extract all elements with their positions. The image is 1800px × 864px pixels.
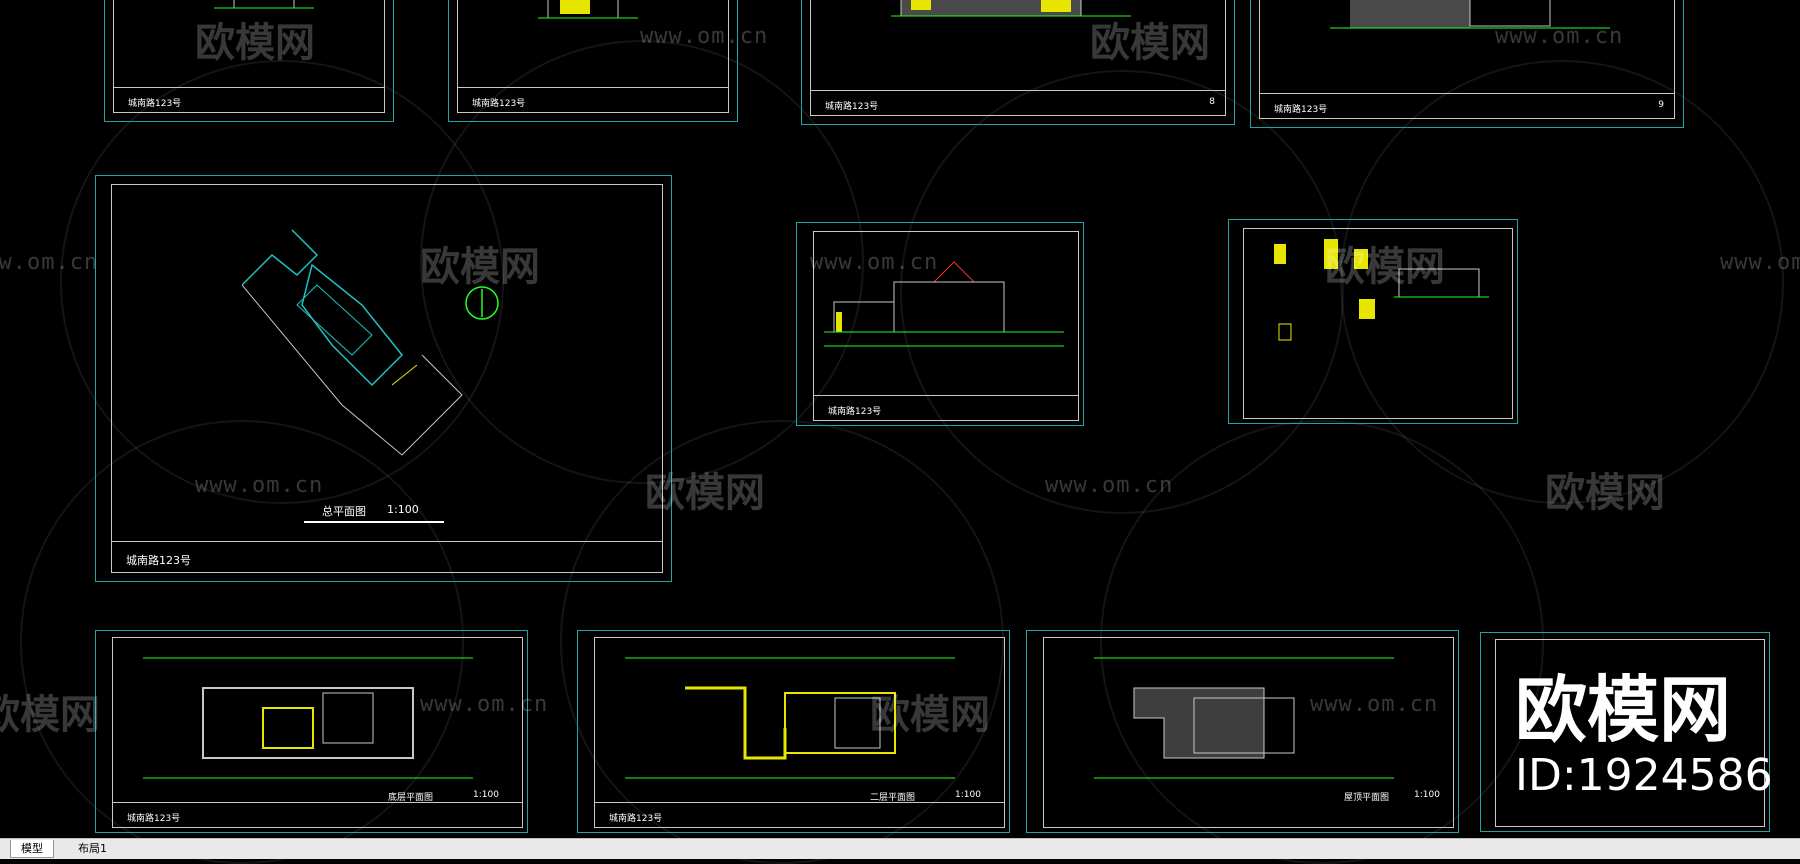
watermark-url: www.om.cn <box>1045 473 1174 498</box>
brand-id: ID:1924586 <box>1515 750 1773 801</box>
sheet-elevation-2[interactable]: 城南路123号 <box>448 0 738 122</box>
plan-scale: 1:100 <box>473 790 499 800</box>
floor-plan-drawing <box>625 657 955 779</box>
watermark-url: www.om.cn <box>1495 24 1624 49</box>
details-drawing <box>1274 239 1489 341</box>
title-block: 城南路123号 <box>472 99 526 109</box>
plan-title: 屋顶平面图 <box>1344 793 1390 803</box>
elevation-drawing <box>538 0 638 19</box>
watermark-url: www.om.cn <box>1310 692 1439 717</box>
sheet-section[interactable]: 城南路123号 <box>796 222 1084 426</box>
floor-plan-drawing <box>143 657 473 779</box>
watermark-logo: 欧模网 <box>420 244 540 290</box>
section-drawing <box>824 261 1064 347</box>
sheet-site-plan[interactable]: 总平面图 1:100 城南路123号 <box>95 175 672 582</box>
watermark-logo: 欧模网 <box>195 20 315 66</box>
title-block: 城南路123号 <box>128 99 182 109</box>
sheet-number: 8 <box>1209 97 1215 107</box>
watermark-url: www.om.cn <box>420 692 549 717</box>
sheet-number: 9 <box>1658 100 1664 110</box>
plan-scale: 1:100 <box>387 503 419 516</box>
sheet-partial[interactable] <box>1480 632 1770 832</box>
north-arrow-icon <box>465 286 499 320</box>
watermark-ring <box>1340 60 1784 504</box>
plan-title: 二层平面图 <box>870 793 916 803</box>
tab-model[interactable]: 模型 <box>10 840 54 858</box>
title-block: 城南路123号 <box>127 814 181 824</box>
layout-tab-bar: 模型 布局1 <box>0 838 1800 859</box>
title-block: 城南路123号 <box>609 814 663 824</box>
roof-plan-drawing <box>1094 657 1394 779</box>
plan-title: 底层平面图 <box>388 793 434 803</box>
watermark-logo: 欧模网 <box>870 692 990 738</box>
sheet-elevation-1[interactable]: 城南路123号 <box>104 0 394 122</box>
watermark-logo: 欧模网 <box>0 692 100 738</box>
sheet-floor-2[interactable]: 二层平面图 1:100 城南路123号 <box>577 630 1010 833</box>
site-plan-drawing <box>242 229 463 456</box>
elevation-drawing <box>1330 0 1610 29</box>
title-block: 城南路123号 <box>825 102 879 112</box>
elevation-drawing <box>891 0 1131 17</box>
plan-scale: 1:100 <box>1414 790 1440 800</box>
watermark-logo: 欧模网 <box>1325 244 1445 290</box>
watermark-url: www.om.cn <box>1720 250 1800 275</box>
sheet-floor-1[interactable]: 底层平面图 1:100 城南路123号 <box>95 630 528 833</box>
title-block: 城南路123号 <box>1274 105 1328 115</box>
watermark-url: www.om.cn <box>0 250 99 275</box>
title-block: 城南路123号 <box>828 407 882 417</box>
brand-logo: 欧模网 <box>1515 668 1732 752</box>
plan-scale: 1:100 <box>955 790 981 800</box>
tab-layout1[interactable]: 布局1 <box>78 842 107 855</box>
title-block: 城南路123号 <box>126 554 191 567</box>
sheet-elevation-3[interactable]: 城南路123号 8 <box>801 0 1235 125</box>
watermark-logo: 欧模网 <box>645 470 765 516</box>
watermark-url: www.om.cn <box>810 250 939 275</box>
watermark-logo: 欧模网 <box>1545 470 1665 516</box>
plan-title: 总平面图 <box>322 505 366 518</box>
watermark-logo: 欧模网 <box>1090 20 1210 66</box>
elevation-drawing <box>214 0 314 9</box>
sheet-roof[interactable]: 屋顶平面图 1:100 <box>1026 630 1459 833</box>
watermark-url: www.om.cn <box>640 24 769 49</box>
scale-underline <box>304 521 444 523</box>
watermark-url: www.om.cn <box>195 473 324 498</box>
sheet-elevation-4[interactable]: 城南路123号 9 <box>1250 0 1684 128</box>
sheet-details[interactable] <box>1228 219 1518 424</box>
